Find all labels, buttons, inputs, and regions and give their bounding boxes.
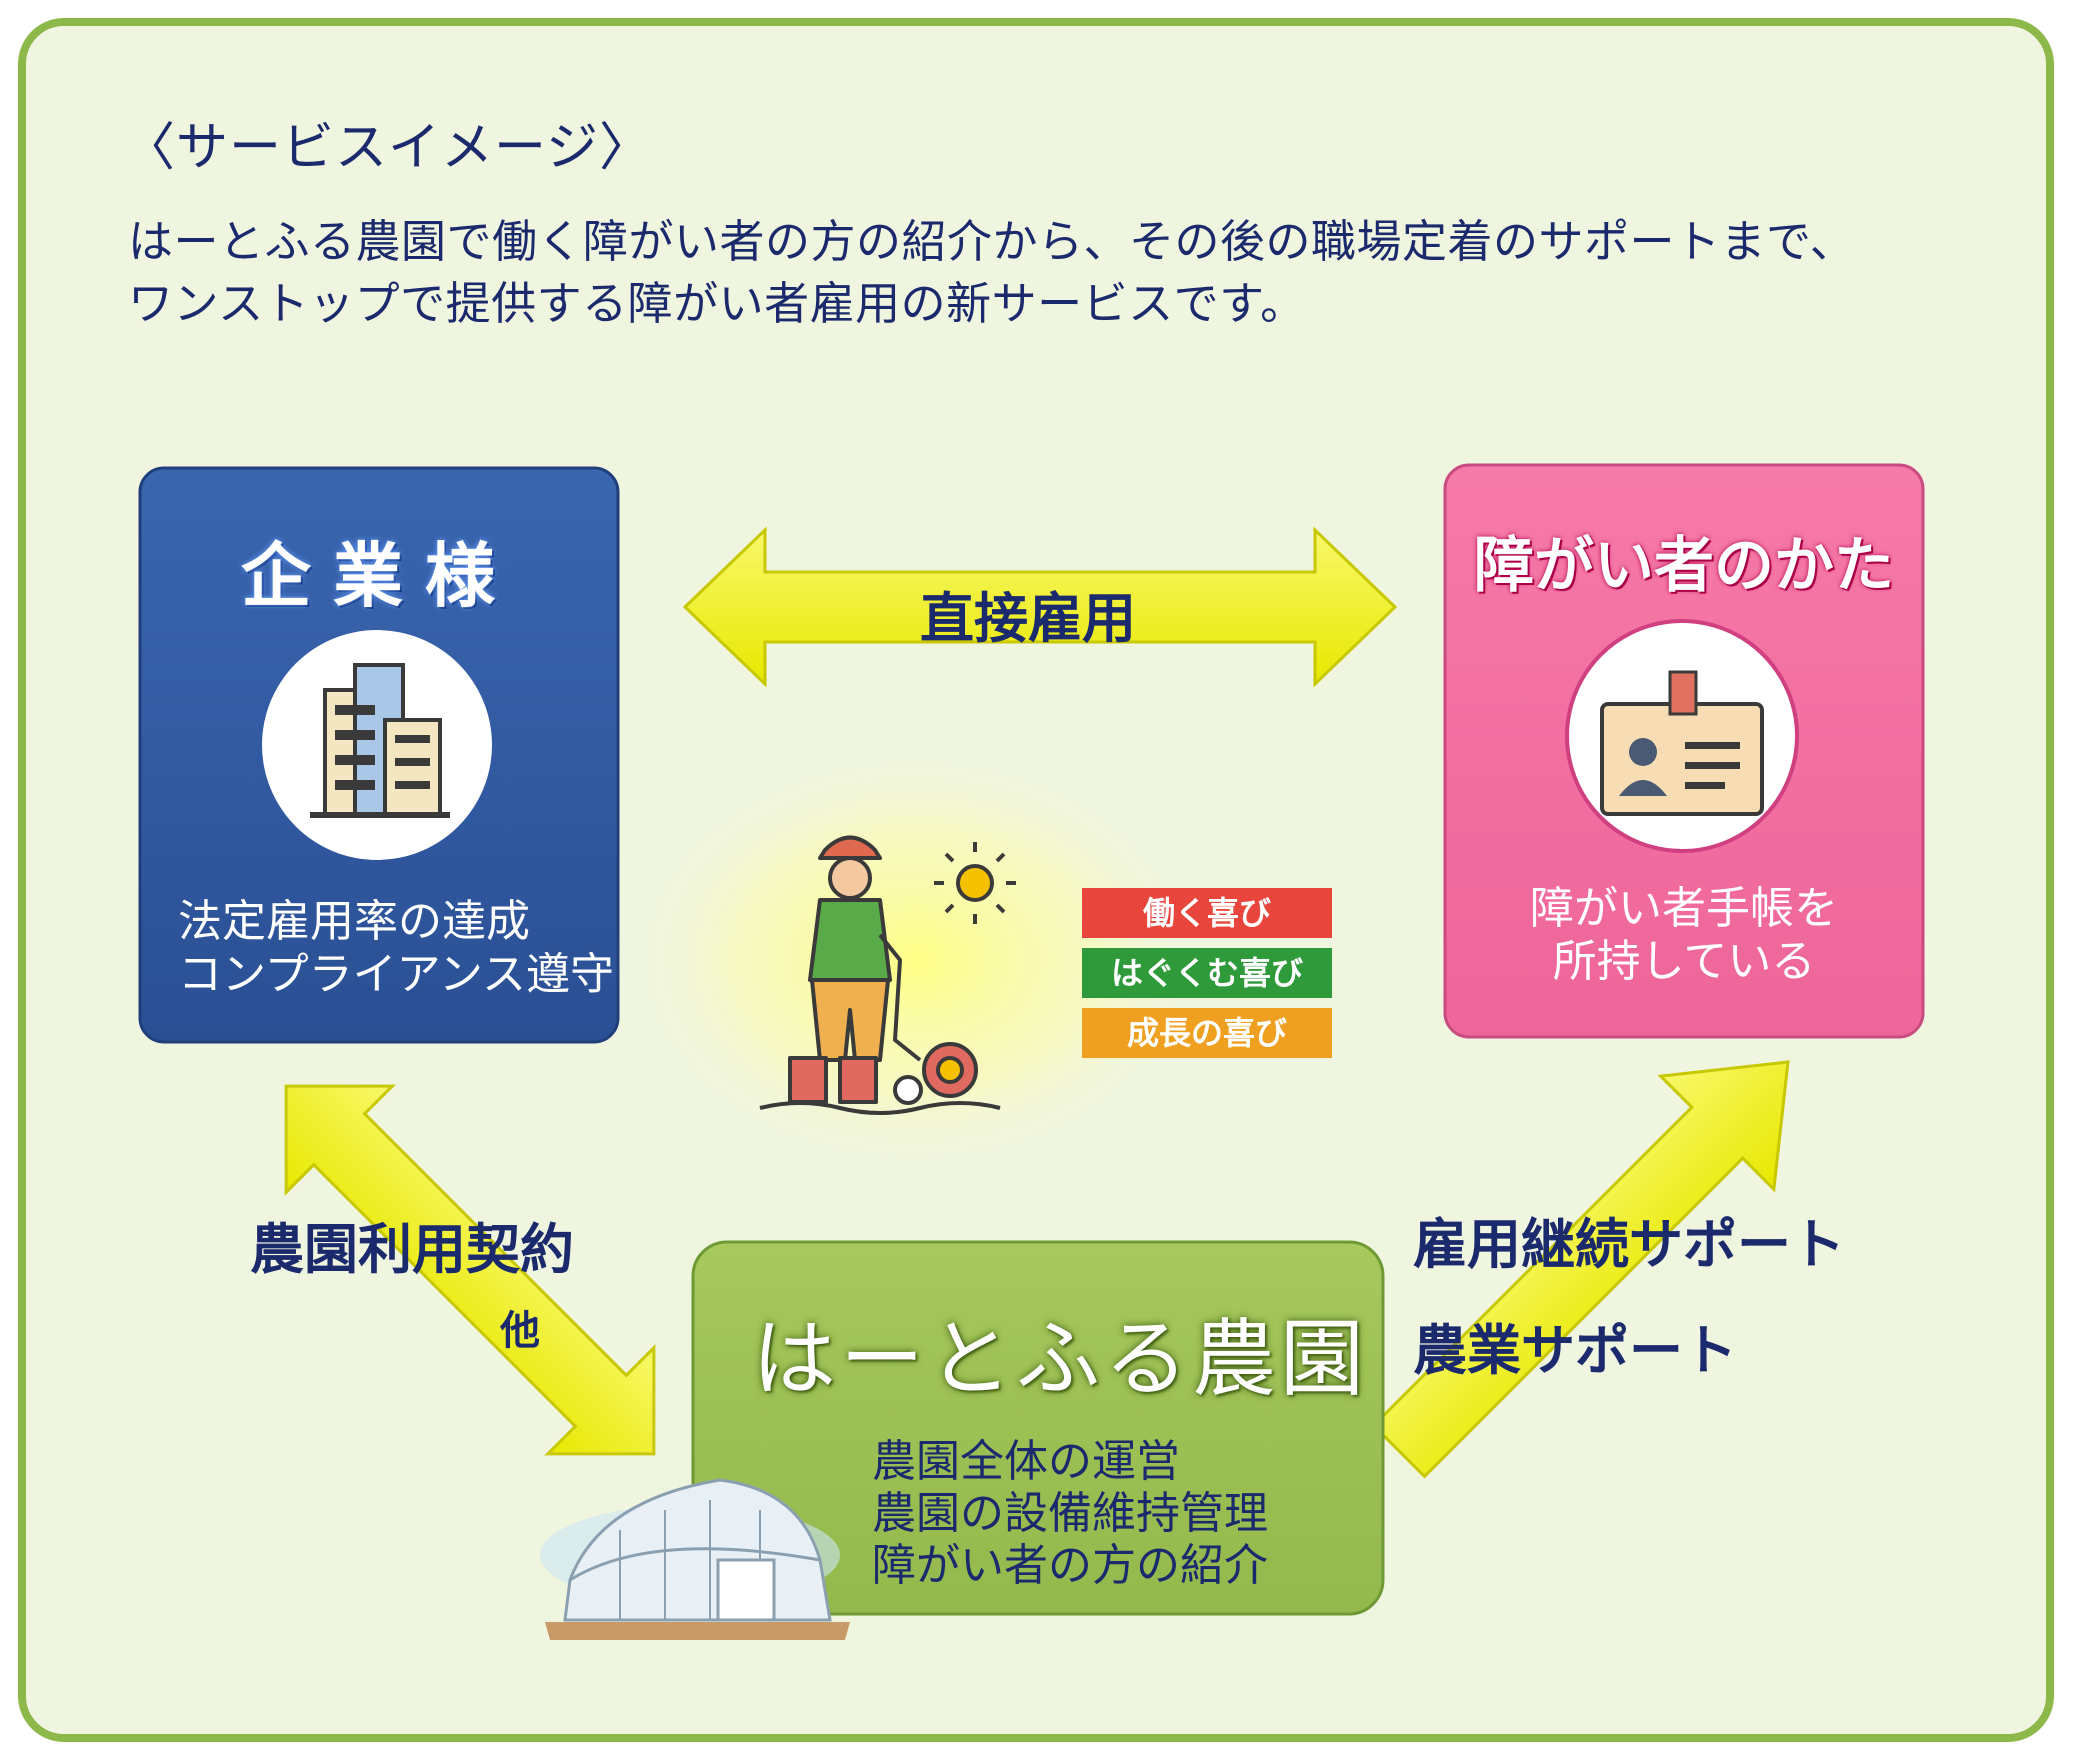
joy-badge-nurture: はぐくむ喜び — [1082, 948, 1332, 998]
company-line-2: コンプライアンス遵守 — [178, 949, 615, 1000]
farm-line-3: 障がい者の方の紹介 — [872, 1540, 1268, 1591]
sun-icon — [934, 842, 1016, 924]
disabled-line-1: 障がい者手帳を — [1530, 883, 1838, 934]
disabled-title: 障がい者のかた — [1474, 531, 1894, 601]
intro-line-2: ワンストップで提供する障がい者雇用の新サービスです。 — [128, 277, 1306, 330]
id-card-icon — [1600, 670, 1764, 816]
farm-box — [691, 1240, 1385, 1616]
farm-line-1: 農園全体の運営 — [872, 1436, 1180, 1487]
company-line-1: 法定雇用率の達成 — [178, 896, 530, 947]
farmer-icon — [759, 835, 1001, 1115]
support-arrow — [1371, 1060, 1790, 1479]
direct-employment-label: 直接雇用 — [920, 587, 1136, 650]
office-building-icon — [310, 663, 450, 818]
joy-badge-growth: 成長の喜び — [1082, 1008, 1332, 1058]
intro-line-1: はーとふる農園で働く障がい者の方の紹介から、その後の職場定着のサポートまで、 — [128, 215, 1856, 268]
contract-other-label: 他 — [500, 1308, 540, 1354]
sun-glow — [615, 740, 1215, 1180]
disabled-line-2: 所持している — [1552, 936, 1816, 987]
contract-label: 農園利用契約 — [250, 1218, 574, 1281]
support-label-1: 雇用継続サポート — [1413, 1213, 1845, 1276]
page-heading: 〈サービスイメージ〉 — [123, 118, 652, 178]
farm-line-2: 農園の設備維持管理 — [872, 1488, 1268, 1539]
support-label-2: 農業サポート — [1413, 1319, 1737, 1382]
farm-title: はーとふる農園 — [752, 1310, 1369, 1408]
joy-badge-work: 働く喜び — [1082, 888, 1332, 938]
contract-arrow — [284, 1084, 656, 1456]
greenhouse-icon — [540, 1478, 850, 1640]
company-title: 企業様 — [241, 535, 517, 617]
direct-arrow — [682, 526, 1398, 688]
